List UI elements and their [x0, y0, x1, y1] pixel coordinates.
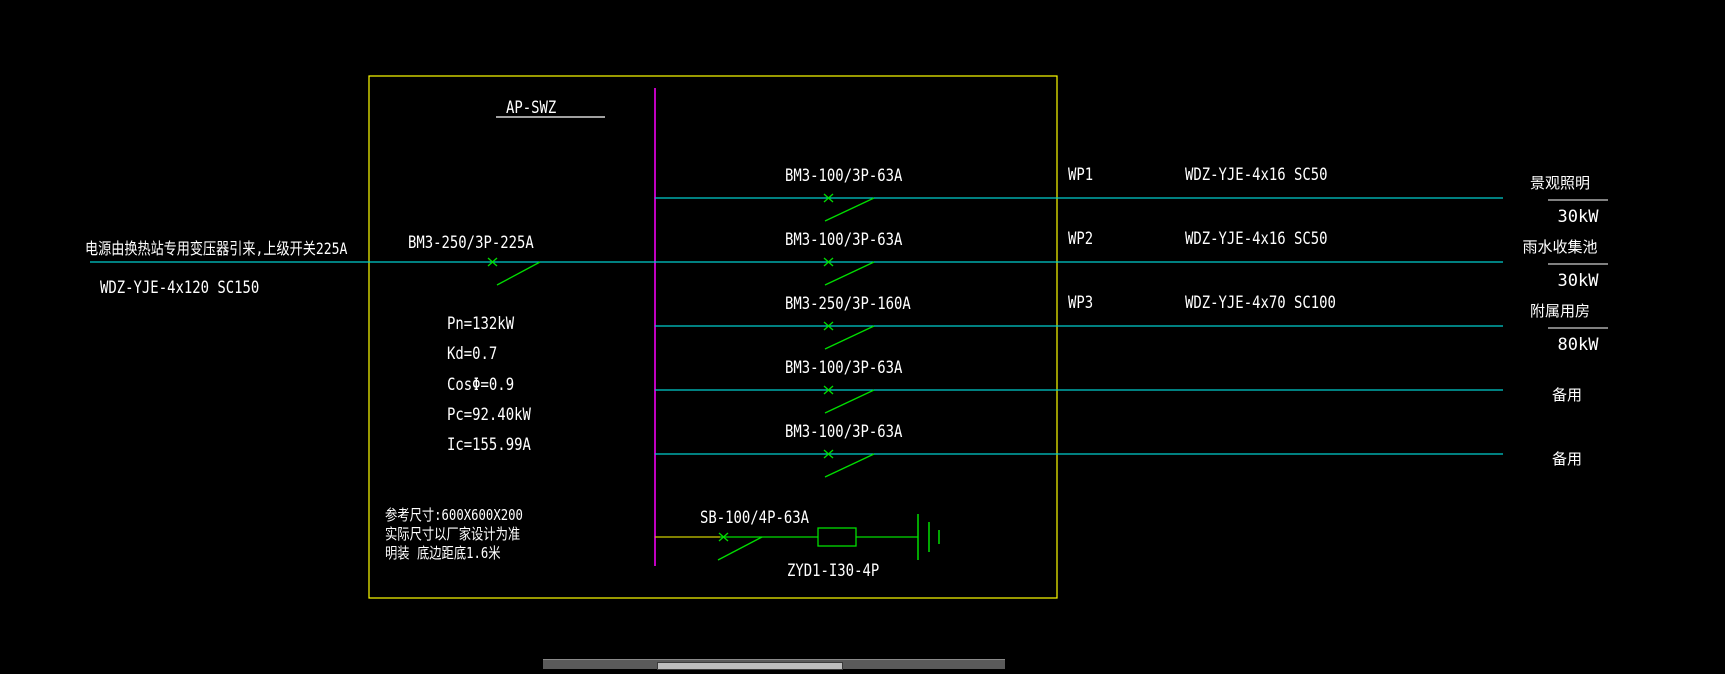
- load-power: 30kW: [1558, 271, 1600, 291]
- spd-breaker-label: SB-100/4P-63A: [700, 508, 810, 528]
- incoming-cable-label: WDZ-YJE-4x120 SC150: [100, 278, 259, 298]
- spd-device-label: ZYD1-I30-4P: [787, 561, 879, 581]
- load-pc: Pc=92.40kW: [447, 405, 531, 425]
- load-name: 景观照明: [1530, 174, 1590, 192]
- breaker-label: BM3-100/3P-63A: [785, 230, 903, 250]
- load-name: 附属用房: [1530, 302, 1590, 320]
- load-kd: Kd=0.7: [447, 344, 497, 364]
- load-pn: Pn=132kW: [447, 314, 515, 334]
- breaker-label: BM3-100/3P-63A: [785, 166, 903, 186]
- load-name: 备用: [1552, 386, 1582, 404]
- breaker-label: BM3-100/3P-63A: [785, 358, 903, 378]
- incoming-source-note: 电源由换热站专用变压器引来,上级开关225A: [85, 240, 348, 259]
- load-power: 30kW: [1558, 207, 1600, 227]
- spd-breaker-symbol: [717, 532, 918, 561]
- breaker-symbol: [823, 193, 875, 222]
- panel-enclosure: [368, 75, 1058, 599]
- circuit-row: BM3-100/3P-63A WP2 WDZ-YJE-4x16 SC50 雨水收集池 3…: [655, 229, 1608, 291]
- breaker-label: BM3-250/3P-160A: [785, 294, 911, 314]
- ground-symbol: [917, 514, 940, 560]
- load-power: 80kW: [1558, 335, 1600, 355]
- note-mounting: 明装 底边距底1.6米: [385, 545, 501, 562]
- breaker-label: BM3-100/3P-63A: [785, 422, 903, 442]
- load-cos-phi: CosΦ=0.9: [447, 375, 514, 395]
- circuit-id: WP3: [1068, 293, 1093, 313]
- cable-label: WDZ-YJE-4x16 SC50: [1185, 165, 1328, 185]
- breaker-symbol: [823, 257, 875, 286]
- incoming-breaker-symbol: [487, 257, 541, 286]
- circuit-row: BM3-100/3P-63A 备用: [655, 422, 1582, 478]
- note-size: 参考尺寸:600X600X200: [385, 506, 523, 525]
- note-manufacturer: 实际尺寸以厂家设计为准: [385, 525, 520, 544]
- load-ic: Ic=155.99A: [447, 435, 531, 455]
- cable-label: WDZ-YJE-4x70 SC100: [1185, 293, 1336, 313]
- breaker-symbol: [823, 385, 875, 414]
- circuit-id: WP2: [1068, 229, 1093, 249]
- load-name: 雨水收集池: [1522, 238, 1597, 256]
- panel-title: AP-SWZ: [506, 98, 556, 118]
- cable-label: WDZ-YJE-4x16 SC50: [1185, 229, 1328, 249]
- breaker-symbol: [823, 449, 875, 478]
- circuit-row: BM3-100/3P-63A WP1 WDZ-YJE-4x16 SC50 景观照明 30…: [655, 165, 1608, 227]
- circuit-row: BM3-250/3P-160A WP3 WDZ-YJE-4x70 SC100 附属用房…: [655, 293, 1608, 355]
- breaker-symbol: [823, 321, 875, 350]
- spd-device-symbol: [817, 527, 857, 547]
- circuit-row: BM3-100/3P-63A 备用: [655, 358, 1582, 414]
- load-name: 备用: [1552, 450, 1582, 468]
- horizontal-scrollbar[interactable]: [543, 659, 1005, 670]
- circuit-id: WP1: [1068, 165, 1093, 185]
- incoming-breaker-label: BM3-250/3P-225A: [408, 233, 534, 253]
